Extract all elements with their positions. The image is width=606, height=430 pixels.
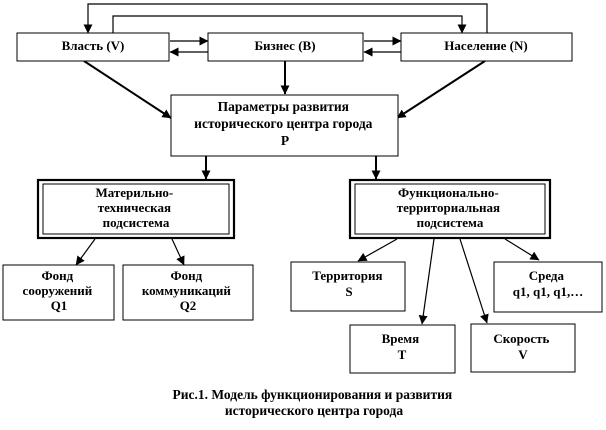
biznes-box — [207, 32, 364, 62]
vremya-label: Время T — [382, 331, 423, 362]
fond-q1-box — [2, 264, 115, 321]
sreda-label: Среда q1, q1, q1,… — [513, 268, 583, 299]
vremya-box — [349, 324, 456, 374]
sreda-box — [493, 261, 603, 313]
connector-functional-to-vremya — [418, 238, 435, 325]
skorost-box — [470, 323, 576, 373]
territoria-box — [290, 261, 406, 312]
connector-functional-to-skorost — [459, 238, 489, 324]
node-labels: Власть (V) Бизнес (B) Население (N) Пара… — [23, 38, 584, 362]
connectors — [75, 3, 540, 325]
vlast-label: Власть (V) — [62, 38, 125, 53]
connector-material-to-q1 — [75, 238, 96, 266]
connector-material-to-q2 — [171, 238, 185, 266]
connector-functional-to-sreda — [504, 238, 540, 261]
parametry-label: Параметры развития исторического центра … — [194, 99, 376, 148]
functional-label: Функционально- территориальная подсистем… — [397, 185, 504, 230]
skorost-label: Скорость V — [493, 331, 552, 362]
vlast-box — [16, 32, 170, 62]
territoria-label: Территория S — [312, 268, 386, 299]
connector-vlast-to-parametry — [83, 60, 172, 119]
material-box — [36, 178, 236, 240]
parametry-box — [170, 94, 399, 157]
naselenie-label: Население (N) — [444, 38, 527, 53]
biznes-label: Бизнес (B) — [254, 38, 315, 53]
material-label: Материльно- техническая подсистема — [95, 185, 176, 230]
naselenie-box — [400, 32, 573, 62]
functional-box — [348, 178, 552, 240]
connector-naselenie-to-parametry — [396, 60, 486, 119]
connector-functional-to-territoria — [357, 238, 398, 262]
fond-q2-box — [122, 264, 254, 321]
fond-q1-label: Фонд сооружений Q1 — [23, 268, 96, 313]
figure-caption: Рис.1. Модель функционирования и развити… — [172, 387, 455, 418]
connector-loop-outer — [83, 3, 488, 34]
connector-loop-inner — [112, 15, 467, 34]
fond-q2-label: Фонд коммуникаций Q2 — [142, 268, 234, 313]
node-boxes — [2, 32, 603, 374]
